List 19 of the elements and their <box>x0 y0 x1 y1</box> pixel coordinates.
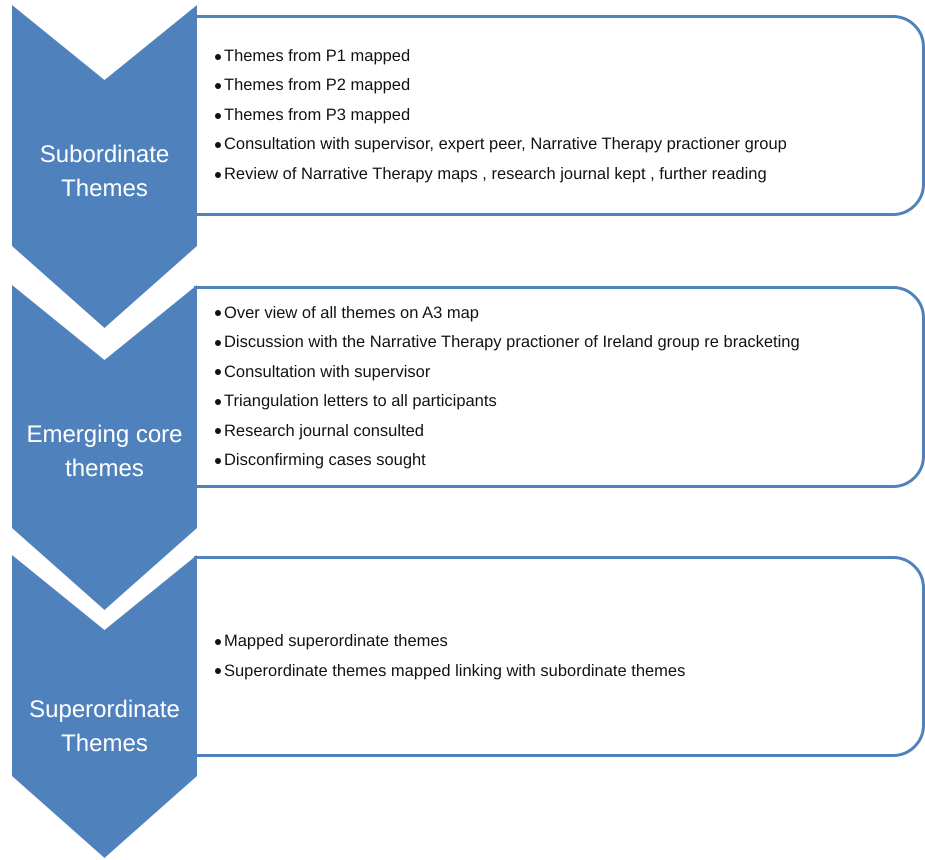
bullet-item: Themes from P3 mapped <box>224 104 410 126</box>
bullet-item: Over view of all themes on A3 map <box>224 302 479 324</box>
bullet-item: Superordinate themes mapped linking with subordinate themes <box>224 660 686 682</box>
bullet-item: Discussion with the Narrative Therapy practioner of Ireland group re bracketing <box>224 332 800 353</box>
bullet-item: Review of Narrative Therapy maps , research journal kept , further reading <box>224 164 767 185</box>
bullet-item: Triangulation letters to all participants <box>224 391 497 412</box>
bullet-item: Mapped superordinate themes <box>224 631 448 652</box>
bullet-item: Disconfirming cases sought <box>224 450 426 471</box>
bullet-item: Consultation with supervisor, expert peer, Narrative Therapy practioner group <box>224 134 787 156</box>
text-panel <box>194 15 925 216</box>
bullet-item: Themes from P2 mapped <box>224 75 410 96</box>
text-panel <box>194 286 925 488</box>
stage-label: Emerging core themes <box>25 420 184 484</box>
stage-label: Subordinate Themes <box>38 140 170 204</box>
bullet-item: Themes from P1 mapped <box>224 46 410 67</box>
stage-label: Superordinate Themes <box>28 694 181 758</box>
bullet-item: Consultation with supervisor <box>224 362 430 382</box>
text-panel <box>194 556 925 757</box>
bullet-item: Research journal consulted <box>224 420 424 442</box>
